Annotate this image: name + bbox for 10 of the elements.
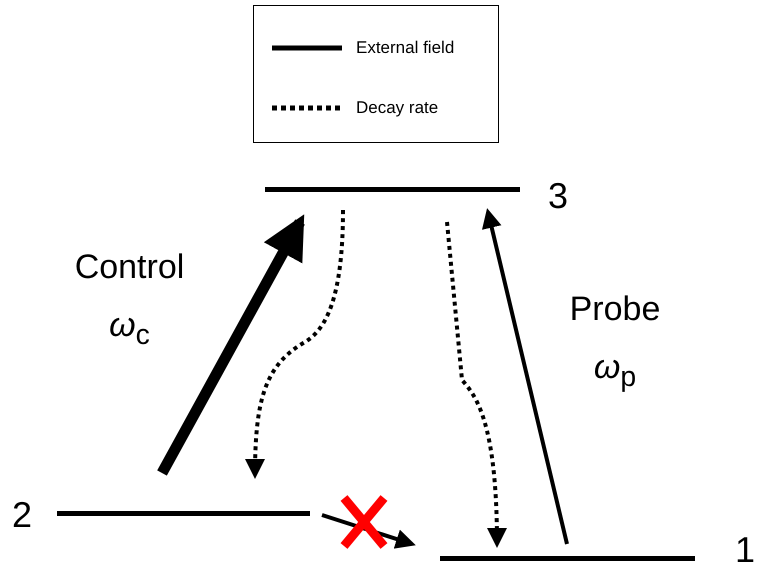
arrow <box>482 208 569 544</box>
arrow <box>157 214 305 476</box>
dotted-arrow <box>445 222 507 548</box>
level-number: 3 <box>548 176 568 216</box>
legend-label: External field <box>356 38 454 58</box>
legend-label: Decay rate <box>356 98 438 118</box>
dotted-arrow <box>245 210 345 479</box>
arrow <box>321 513 416 549</box>
level-number: 1 <box>735 530 756 570</box>
level-number: 2 <box>12 495 32 535</box>
